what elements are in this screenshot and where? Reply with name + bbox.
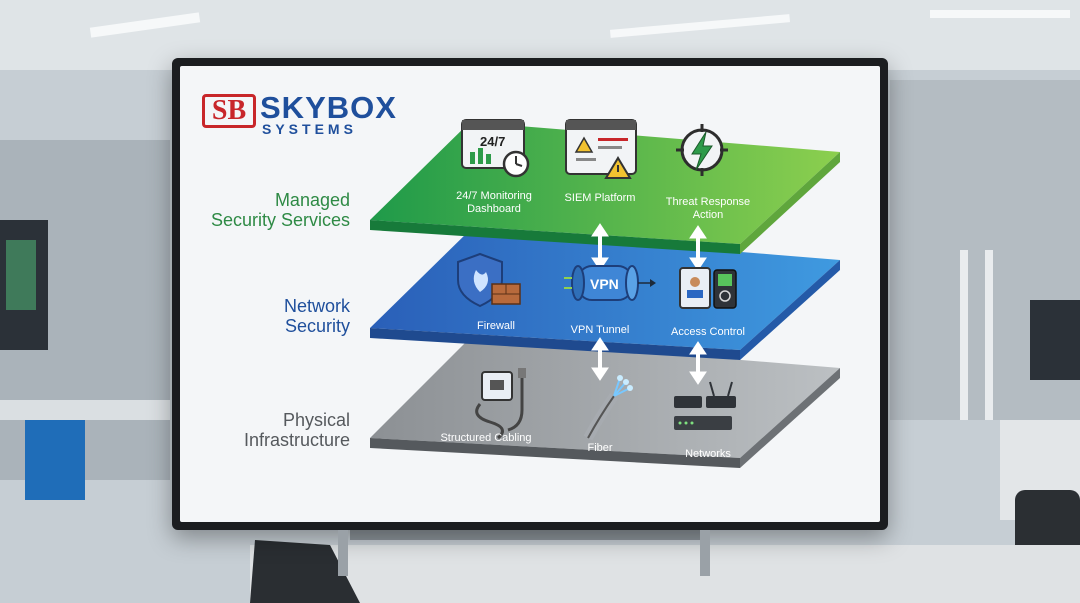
caption-line: Fiber <box>587 442 613 454</box>
vpn-icon-text: VPN <box>590 276 619 292</box>
layer-title-managed: Managed Security Services <box>180 190 350 230</box>
caption-siem: SIEM Platform <box>540 192 660 205</box>
layer-title-physical: Physical Infrastructure <box>180 410 350 450</box>
layer-title-line: Network <box>283 296 350 316</box>
logo-badge: SB <box>202 94 256 128</box>
layer-stack-diagram: 24/7 <box>370 119 840 468</box>
caption-line: Threat Response <box>665 196 751 208</box>
caption-line: Structured Cabling <box>440 432 532 444</box>
networks-icon <box>674 381 736 430</box>
caption-line: SIEM Platform <box>564 192 636 204</box>
layer-title-network: Network Security <box>180 296 350 336</box>
caption-line: Firewall <box>477 320 515 332</box>
caption-fiber: Fiber <box>540 442 660 455</box>
threat-response-icon <box>676 124 728 176</box>
layer-title-line: Physical <box>282 410 350 430</box>
skybox-logo: SB SKYBOX SYSTEMS <box>202 90 402 140</box>
caption-line: Access Control <box>671 326 745 338</box>
logo-name-line1: SKYBOX <box>260 90 397 125</box>
logo-badge-text: SB <box>211 95 247 126</box>
siem-platform-icon <box>565 119 637 179</box>
monitor-stand <box>700 530 710 576</box>
layer-title-line: Security <box>284 316 350 336</box>
vpn-tunnel-icon: VPN <box>564 265 656 301</box>
fiber-icon <box>583 375 633 441</box>
arrow-network-physical-2 <box>689 341 707 385</box>
structured-cabling-icon <box>475 368 526 440</box>
monitoring-dashboard-icon: 24/7 <box>461 119 530 178</box>
arrow-network-physical-1 <box>591 337 609 381</box>
monitoring-icon-text: 24/7 <box>480 134 505 149</box>
arrow-managed-network-1 <box>591 223 609 271</box>
logo-name-line2: SYSTEMS <box>262 121 357 137</box>
arrow-managed-network-2 <box>689 225 707 271</box>
presentation-screen: SB SKYBOX SYSTEMS Managed Security Servi… <box>180 66 880 522</box>
firewall-icon <box>457 252 521 308</box>
caption-line: Action <box>692 209 724 221</box>
caption-access-control: Access Control <box>648 326 768 339</box>
caption-vpn-tunnel: VPN Tunnel <box>540 324 660 337</box>
monitor-stand <box>338 530 348 576</box>
caption-line: Networks <box>685 448 731 460</box>
caption-structured-cabling: Structured Cabling <box>426 432 546 445</box>
layer-title-line: Security Services <box>210 210 350 230</box>
caption-threat-response: Threat Response Action <box>648 196 768 222</box>
caption-line: VPN Tunnel <box>570 324 630 336</box>
caption-monitoring: 24/7 Monitoring Dashboard <box>434 190 554 216</box>
layer-title-line: Managed <box>274 190 350 210</box>
access-control-icon <box>679 267 737 309</box>
caption-networks: Networks <box>648 448 768 461</box>
display-monitor: SB SKYBOX SYSTEMS Managed Security Servi… <box>172 58 888 530</box>
caption-line: 24/7 Monitoring <box>456 190 532 202</box>
caption-firewall: Firewall <box>436 320 556 333</box>
caption-line: Dashboard <box>467 203 521 215</box>
layer-title-line: Infrastructure <box>243 430 350 450</box>
